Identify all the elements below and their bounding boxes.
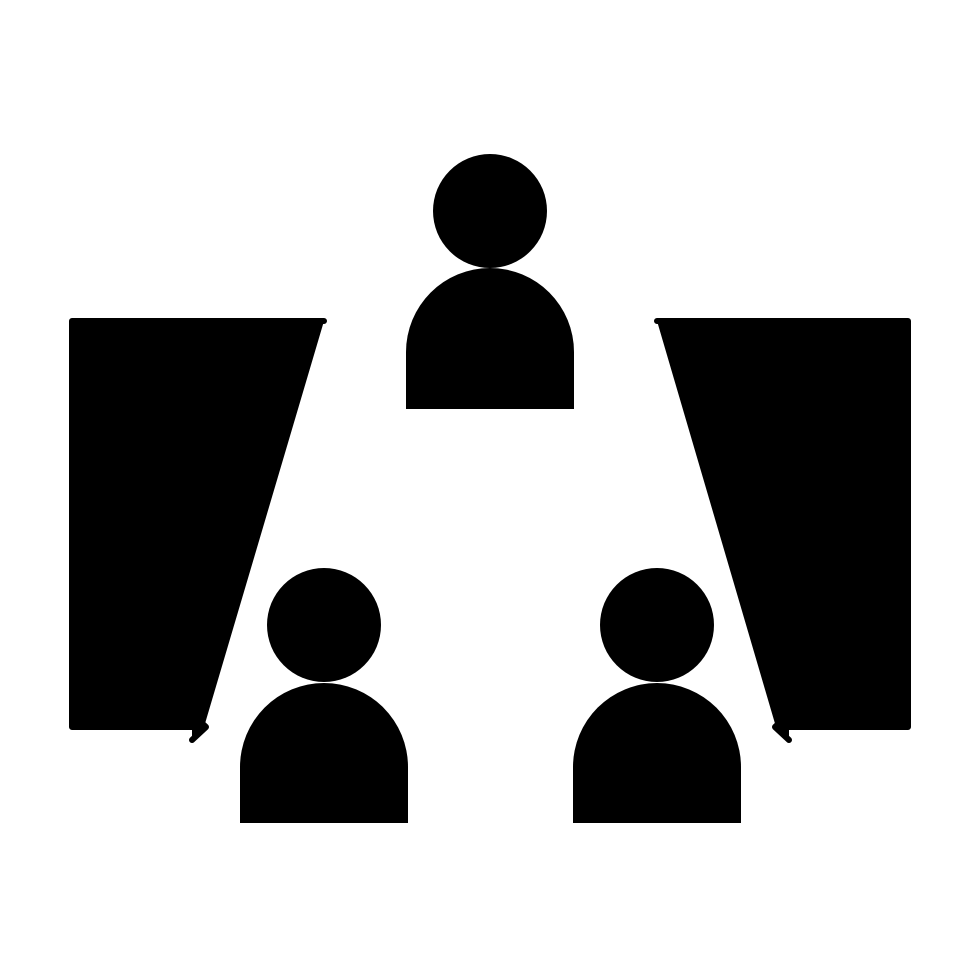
right-arrowhead [772,711,792,743]
member-right-body [573,683,741,823]
member-right-person-icon [573,568,741,823]
right-connector-line [654,318,911,730]
manager-person-icon [406,154,574,409]
member-left-body [240,683,408,823]
member-left-person-icon [240,568,408,823]
left-arrowhead [189,711,209,743]
member-left-head [267,568,381,682]
left-connector-arrow-icon [69,318,327,743]
right-connector-arrow-icon [654,318,911,743]
manager-head [433,154,547,268]
manager-body [406,268,574,409]
left-connector-line [69,318,327,730]
member-right-head [600,568,714,682]
